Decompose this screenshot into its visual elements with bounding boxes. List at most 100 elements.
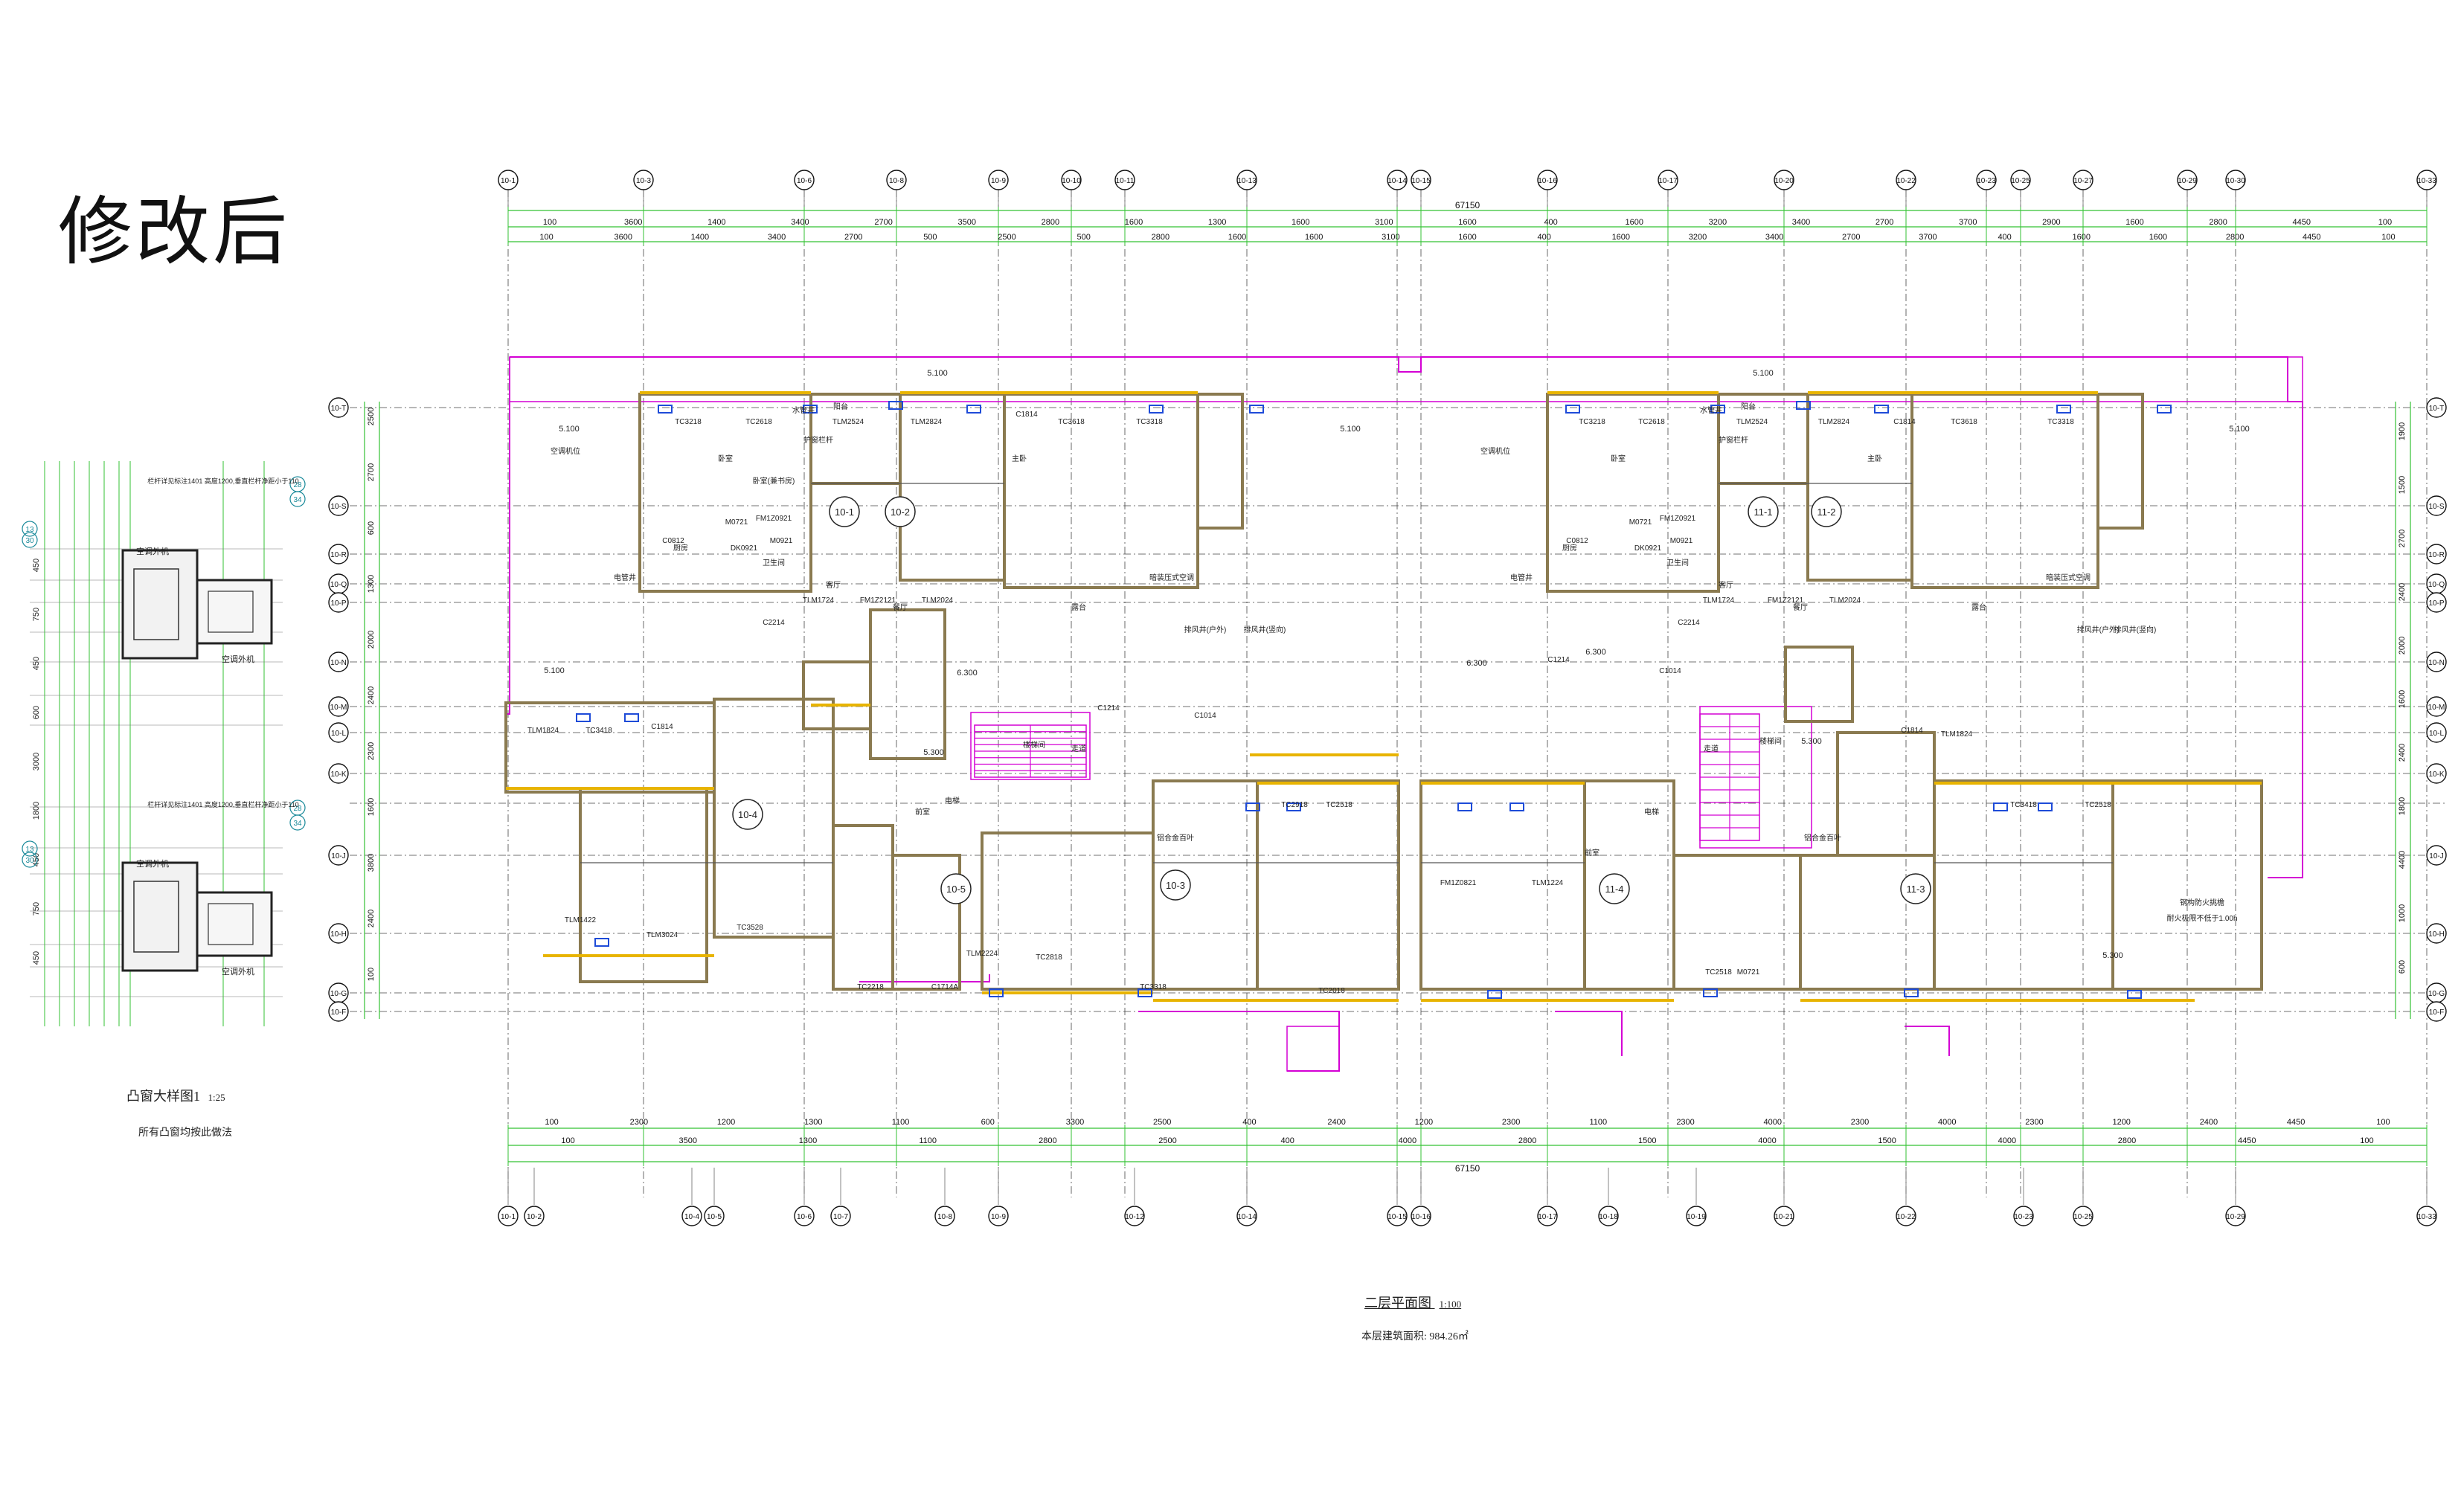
room-wall bbox=[2096, 393, 2144, 530]
dim-bottom-2: 100 bbox=[2360, 1136, 2373, 1145]
level-note: 5.300 bbox=[2102, 951, 2123, 960]
room-code: FM1Z2121 bbox=[1768, 596, 1804, 605]
unit-circle bbox=[829, 496, 860, 527]
level-note: 5.100 bbox=[2229, 425, 2250, 434]
unit-circle bbox=[732, 799, 763, 830]
axis-label: 10-H bbox=[330, 930, 347, 939]
room-code: TLM2524 bbox=[832, 418, 864, 426]
axis-bubble-top: 10-29 bbox=[2177, 170, 2198, 190]
axis-circle bbox=[2416, 170, 2437, 190]
ac-mark bbox=[1993, 802, 2008, 811]
detail-height: 750 bbox=[32, 902, 41, 916]
axis-bubble-left: 10-N bbox=[328, 652, 349, 672]
dim-top-2: 1600 bbox=[2073, 233, 2091, 242]
room-wall bbox=[1836, 731, 1936, 857]
dim-top-1: 1400 bbox=[708, 218, 725, 227]
dim-right: 600 bbox=[2398, 960, 2407, 974]
axis-circle bbox=[2426, 923, 2447, 944]
room-wall bbox=[713, 698, 835, 939]
dim-bottom-1: 2300 bbox=[1851, 1118, 1869, 1127]
room-name: 水管井 bbox=[792, 405, 815, 415]
dim-top-1: 4450 bbox=[2293, 218, 2311, 227]
room-name: 主卧 bbox=[1867, 454, 1882, 463]
unit-id: 10-5 bbox=[946, 884, 966, 895]
room-name: 钢构防火挑檐 bbox=[2180, 898, 2224, 907]
dim-bottom-1: 2300 bbox=[1676, 1118, 1694, 1127]
room-name: 暗装压式空调 bbox=[1149, 573, 1194, 582]
dim-top-1: 2700 bbox=[1876, 218, 1893, 227]
dim-bottom-2: 4000 bbox=[1758, 1136, 1776, 1145]
axis-circle bbox=[704, 1206, 725, 1226]
dim-top-1: 3600 bbox=[624, 218, 642, 227]
unit-circle bbox=[885, 496, 916, 527]
room-name: 客厅 bbox=[1719, 580, 1733, 590]
room-name: 耐火极限不低于1.00h bbox=[2166, 913, 2237, 923]
axis-label: 10-Q bbox=[330, 581, 347, 589]
axis-bubble-top: 10-27 bbox=[2073, 170, 2093, 190]
room-wall bbox=[1196, 393, 1244, 530]
dim-top-2: 100 bbox=[2381, 233, 2395, 242]
dim-top-2: 3700 bbox=[1919, 233, 1937, 242]
axis-label: 10-L bbox=[2429, 730, 2444, 738]
detail-scale: 1:25 bbox=[208, 1092, 225, 1103]
axis-label: 10-9 bbox=[991, 177, 1006, 185]
dim-top-1: 2800 bbox=[1042, 218, 1059, 227]
room-code: TC2618 bbox=[745, 418, 772, 426]
plan-scale: 1:100 bbox=[1439, 1299, 1462, 1310]
axis-circle bbox=[633, 170, 654, 190]
axis-circle bbox=[328, 696, 349, 717]
dim-bottom-1: 1200 bbox=[717, 1118, 735, 1127]
dim-top-1: 3500 bbox=[957, 218, 975, 227]
axis-bubble-right: 10-T bbox=[2426, 397, 2447, 418]
room-code: M0921 bbox=[770, 537, 793, 545]
axis-label: 10-G bbox=[2428, 990, 2445, 998]
stair-landing bbox=[970, 712, 1091, 780]
axis-label: 10-S bbox=[2428, 503, 2444, 511]
room-names: 卧室主卧客厅餐厅厨房卫生间阳台露台电梯前室走道楼梯间空调机位护窗栏杆水管井电管井… bbox=[551, 402, 2238, 923]
dim-bottom-1: 3300 bbox=[1066, 1118, 1084, 1127]
room-code: FM1Z0921 bbox=[756, 515, 792, 523]
room-name: 餐厅 bbox=[1793, 602, 1808, 612]
level-note: 5.100 bbox=[927, 369, 948, 378]
plan-title-text: 二层平面图 bbox=[1364, 1296, 1431, 1310]
axis-bubble-top: 10-23 bbox=[1976, 170, 1997, 190]
room-wall bbox=[802, 660, 872, 730]
level-note: 5.100 bbox=[544, 666, 565, 675]
dim-top-1: 2900 bbox=[2042, 218, 2060, 227]
room-name: 空调机位 bbox=[1480, 446, 1510, 456]
room-code: DK0921 bbox=[1634, 544, 1662, 553]
axis-label: 10-25 bbox=[2073, 1213, 2093, 1221]
axis-bubble-bottom: 10-15 bbox=[1387, 1206, 1408, 1226]
axis-bubble-right: 10-N bbox=[2426, 652, 2447, 672]
room-code: TLM2824 bbox=[1818, 418, 1850, 426]
callout-circle bbox=[289, 491, 306, 507]
ac-mark bbox=[1565, 405, 1580, 414]
room-code: TC3318 bbox=[1140, 983, 1167, 991]
dim-top-1: 1300 bbox=[1208, 218, 1226, 227]
room-wall bbox=[832, 824, 894, 991]
dim-top-2: 2500 bbox=[998, 233, 1015, 242]
axis-circle bbox=[2073, 170, 2093, 190]
dim-top-2: 1600 bbox=[1305, 233, 1323, 242]
slab-edge bbox=[506, 356, 2303, 1072]
room-code: C1014 bbox=[1194, 712, 1216, 720]
room-name: 水管井 bbox=[1700, 405, 1722, 415]
axis-bubble-right: 10-Q bbox=[2426, 573, 2447, 594]
axis-circle bbox=[1061, 170, 1082, 190]
axis-bubble-right: 10-F bbox=[2426, 1001, 2447, 1022]
detail-height: 750 bbox=[32, 608, 41, 621]
room-code: TC3418 bbox=[2010, 801, 2037, 809]
axis-bubble-bottom: 10-7 bbox=[830, 1206, 851, 1226]
axis-label: 10-6 bbox=[797, 1213, 812, 1221]
axis-bubble-top: 10-22 bbox=[1896, 170, 1916, 190]
dim-right: 2400 bbox=[2398, 744, 2407, 762]
axis-label: 10-20 bbox=[1774, 177, 1794, 185]
room-name: 铝合金百叶 bbox=[1804, 833, 1841, 843]
room-code: TC3318 bbox=[1136, 418, 1163, 426]
ac-ledge bbox=[1286, 1026, 1340, 1072]
axis-circle bbox=[328, 544, 349, 564]
axis-circle bbox=[1896, 1206, 1916, 1226]
dim-top-1: 1600 bbox=[1626, 218, 1643, 227]
